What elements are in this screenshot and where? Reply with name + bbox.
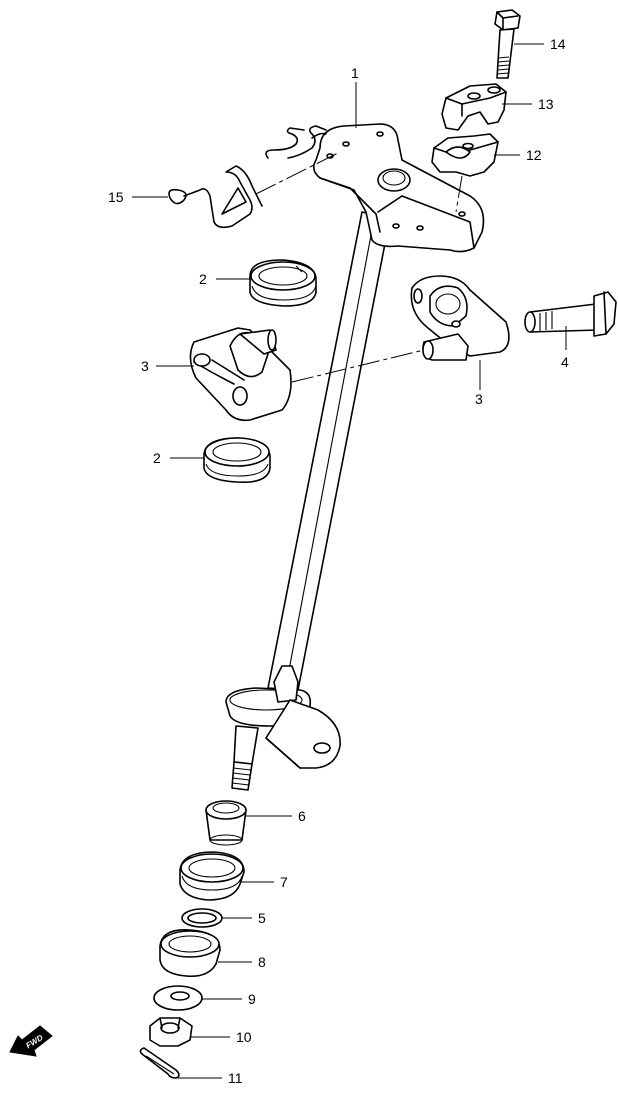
part-5-o-ring[interactable]: [181, 908, 223, 928]
part-3-left-bushing-holder[interactable]: [189, 327, 292, 422]
part-14-bolt[interactable]: [494, 9, 521, 79]
part-6-bushing[interactable]: [205, 800, 247, 846]
svg-text:3: 3: [475, 391, 483, 407]
part-13-upper-handlebar-clamp[interactable]: [441, 83, 507, 131]
svg-text:3: 3: [141, 358, 149, 374]
callout-15: 15: [108, 189, 168, 205]
fwd-arrow-icon: FWD: [9, 1025, 53, 1057]
svg-text:7: 7: [280, 874, 288, 890]
callout-13: 13: [502, 96, 554, 112]
part-3-right-bushing-holder[interactable]: [410, 275, 510, 361]
callout-10: 10: [190, 1029, 252, 1045]
svg-text:15: 15: [108, 189, 124, 205]
svg-text:8: 8: [258, 954, 266, 970]
part-9-washer[interactable]: [153, 985, 203, 1011]
callout-2-lower: 2: [153, 450, 204, 466]
svg-text:13: 13: [538, 96, 554, 112]
callout-7: 7: [240, 874, 288, 890]
part-15-wire-clip[interactable]: [168, 165, 263, 229]
callout-12: 12: [494, 147, 542, 163]
callout-8: 8: [218, 954, 266, 970]
svg-text:4: 4: [561, 354, 569, 370]
part-7-bearing[interactable]: [179, 851, 245, 901]
svg-text:6: 6: [298, 808, 306, 824]
part-4-clamp-bolt[interactable]: [524, 291, 617, 337]
svg-text:2: 2: [153, 450, 161, 466]
assembly-center-lines: [255, 151, 463, 383]
part-11-cotter-pin[interactable]: [139, 1047, 180, 1079]
svg-text:10: 10: [236, 1029, 252, 1045]
callout-3-left: 3: [141, 358, 194, 374]
callout-6: 6: [246, 808, 306, 824]
callout-3-right: 3: [475, 360, 483, 407]
callout-1: 1: [351, 65, 359, 128]
svg-text:12: 12: [526, 147, 542, 163]
callout-9: 9: [202, 991, 256, 1007]
part-2-lower-dust-seal[interactable]: [203, 437, 271, 484]
callout-14: 14: [514, 36, 566, 52]
part-1-steering-stem[interactable]: [225, 123, 485, 791]
svg-text:1: 1: [351, 65, 359, 81]
svg-text:5: 5: [258, 910, 266, 926]
svg-text:14: 14: [550, 36, 566, 52]
callout-11: 11: [178, 1070, 243, 1086]
svg-text:2: 2: [199, 271, 207, 287]
svg-text:11: 11: [228, 1070, 243, 1086]
callout-2-upper: 2: [199, 271, 250, 287]
part-8-bearing-cup[interactable]: [159, 929, 221, 978]
part-10-castle-nut[interactable]: [149, 1017, 193, 1047]
part-12-lower-handlebar-clamp[interactable]: [431, 133, 499, 177]
callout-4: 4: [561, 326, 569, 370]
svg-text:9: 9: [248, 991, 256, 1007]
callout-5: 5: [222, 910, 266, 926]
part-2-upper-dust-seal[interactable]: [249, 259, 317, 307]
